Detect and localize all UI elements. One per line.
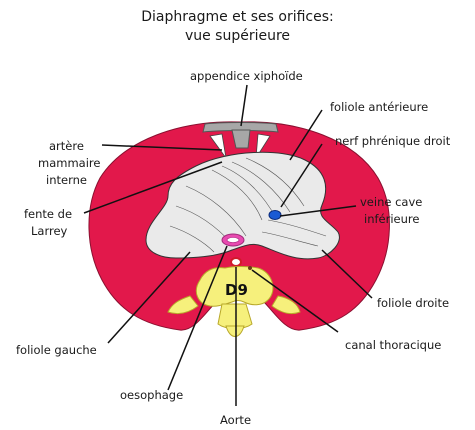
label-fente-2: Larrey (31, 224, 68, 238)
label-foliole-anterieure: foliole antérieure (330, 100, 428, 114)
aorta-orifice (231, 258, 241, 266)
label-oesophage: oesophage (120, 388, 183, 402)
label-appendice: appendice xiphoïde (190, 69, 303, 83)
leader-appendice (241, 85, 247, 126)
label-canal: canal thoracique (345, 338, 441, 352)
label-veine-2: inférieure (364, 212, 419, 226)
thoracic-duct (248, 266, 252, 270)
label-artere-3: interne (46, 173, 87, 187)
vena-cava (269, 211, 281, 220)
label-foliole-gauche: foliole gauche (16, 343, 97, 357)
label-aorte: Aorte (220, 413, 251, 427)
label-artere-1: artère (49, 139, 84, 153)
label-fente-1: fente de (24, 207, 72, 221)
label-artere-2: mammaire (38, 156, 100, 170)
label-foliole-droite: foliole droite (377, 296, 449, 310)
label-nerf-phrenique: nerf phrénique droit (335, 134, 451, 148)
oesophagus-orifice (222, 234, 244, 246)
label-veine-1: veine cave (360, 195, 422, 209)
